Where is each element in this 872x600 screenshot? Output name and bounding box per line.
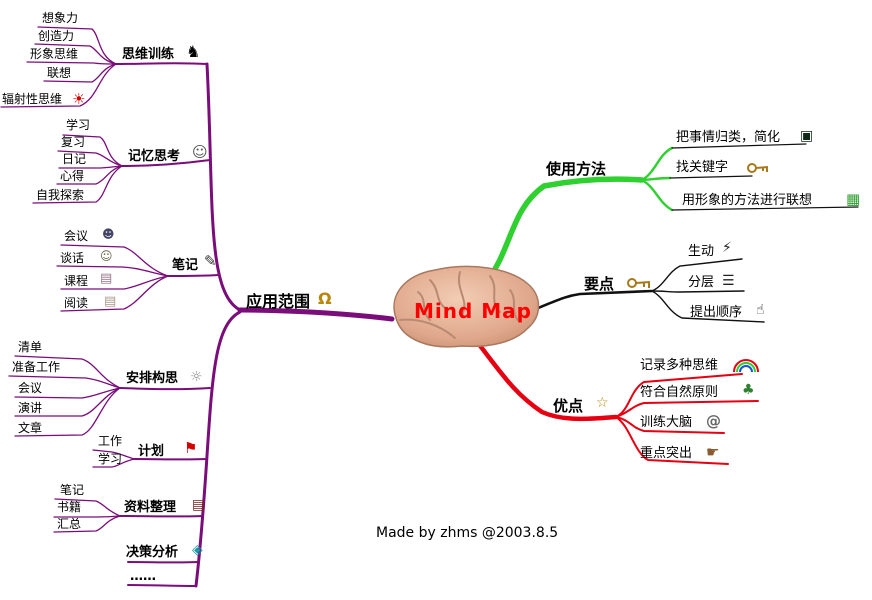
leaf-imagination[interactable]: 想象力 bbox=[42, 11, 79, 25]
layers-icon: ☰ bbox=[722, 273, 735, 289]
prep-icon: ☼ bbox=[190, 369, 203, 385]
leaf-meeting-notes[interactable]: 会议 bbox=[64, 229, 89, 243]
leaf-study-plan[interactable]: 学习 bbox=[98, 452, 123, 466]
nature-icon: ♣ bbox=[742, 382, 755, 398]
branch-arrange-ideas[interactable]: 安排构思 bbox=[126, 371, 179, 386]
branch-thinking-training[interactable]: 思维训练 bbox=[122, 47, 175, 62]
people-icon: ☻ bbox=[102, 227, 115, 241]
leaf-radiant-thinking[interactable]: 辐射性思维 bbox=[2, 92, 63, 106]
black-branch-lines bbox=[536, 258, 765, 323]
leaf-visual-association[interactable]: 用形象的方法进行联想 bbox=[682, 193, 813, 208]
topic-advantages[interactable]: 优点 bbox=[553, 397, 584, 415]
brain-image bbox=[393, 265, 540, 348]
leaf-notes-item[interactable]: 笔记 bbox=[60, 483, 85, 497]
topic-key-points[interactable]: 要点 bbox=[584, 275, 615, 293]
swirl-icon: Ω bbox=[318, 289, 332, 308]
green-branch-lines bbox=[483, 143, 859, 285]
thinker-icon: ☺ bbox=[192, 143, 208, 161]
leaf-record-multiple-thinking[interactable]: 记录多种思维 bbox=[640, 358, 719, 373]
lightning-icon: ⚡ bbox=[722, 240, 732, 256]
leaf-meeting[interactable]: 会议 bbox=[18, 381, 43, 395]
sparkle-icon: ☆ bbox=[596, 395, 609, 411]
flag-icon: ⚑ bbox=[184, 439, 198, 457]
burst-icon: ☀ bbox=[72, 90, 86, 108]
red-branch-lines bbox=[471, 335, 759, 465]
branch-memory-thinking[interactable]: 记忆思考 bbox=[128, 149, 181, 164]
branch-etc[interactable]: …… bbox=[130, 569, 156, 584]
rainbow-icon bbox=[733, 359, 759, 373]
branch-data-organize[interactable]: 资料整理 bbox=[124, 500, 177, 515]
leaf-self-explore[interactable]: 自我探索 bbox=[36, 188, 85, 202]
leaf-course[interactable]: 课程 bbox=[64, 274, 89, 288]
leaf-visual-thinking[interactable]: 形象思维 bbox=[30, 47, 79, 61]
pointing-hand-icon: ☛ bbox=[706, 443, 720, 461]
key-icon bbox=[747, 163, 769, 173]
leaf-books[interactable]: 书籍 bbox=[57, 500, 82, 514]
leaf-reading[interactable]: 阅读 bbox=[64, 296, 89, 310]
leaf-highlight-focus[interactable]: 重点突出 bbox=[640, 446, 693, 461]
leaf-vivid[interactable]: 生动 bbox=[688, 244, 715, 259]
leaf-work[interactable]: 工作 bbox=[98, 434, 123, 448]
purple-branch-lines bbox=[0, 26, 395, 588]
leaf-find-keywords[interactable]: 找关键字 bbox=[676, 160, 729, 175]
leaf-speech[interactable]: 演讲 bbox=[18, 401, 43, 415]
leaf-insights[interactable]: 心得 bbox=[60, 169, 85, 183]
writer-icon: ✎ bbox=[204, 252, 217, 270]
leaf-study[interactable]: 学习 bbox=[66, 118, 91, 132]
leaf-creativity[interactable]: 创造力 bbox=[38, 29, 75, 43]
branch-plan[interactable]: 计划 bbox=[138, 444, 165, 459]
key-icon bbox=[627, 278, 651, 288]
central-topic[interactable]: Mind Map bbox=[414, 299, 532, 323]
branch-notes[interactable]: 笔记 bbox=[172, 258, 199, 273]
analysis-icon: ◈ bbox=[192, 542, 203, 558]
person-icon: ☺ bbox=[100, 249, 113, 263]
binder-icon: ▤ bbox=[192, 497, 206, 513]
leaf-train-brain[interactable]: 训练大脑 bbox=[640, 415, 693, 430]
chess-icon: ♞ bbox=[186, 42, 201, 61]
leaf-article[interactable]: 文章 bbox=[18, 421, 43, 435]
leaf-preparation[interactable]: 准备工作 bbox=[12, 360, 61, 374]
leaf-natural-principles[interactable]: 符合自然原则 bbox=[640, 385, 719, 400]
spiral-icon: @ bbox=[706, 412, 721, 430]
leaf-summary[interactable]: 汇总 bbox=[57, 517, 82, 531]
leaf-diary[interactable]: 日记 bbox=[62, 152, 87, 166]
leaf-propose-order[interactable]: 提出顺序 bbox=[690, 305, 743, 320]
leaf-layered[interactable]: 分层 bbox=[688, 275, 715, 290]
credit-text: Made by zhms @2003.8.5 bbox=[376, 525, 559, 541]
topic-usage-method[interactable]: 使用方法 bbox=[546, 160, 607, 178]
leaf-categorize-simplify[interactable]: 把事情归类，简化 bbox=[676, 130, 781, 145]
branch-decision-analysis[interactable]: 决策分析 bbox=[126, 545, 179, 560]
topic-application-scope[interactable]: 应用范围 bbox=[246, 292, 311, 311]
page-icon: ▤ bbox=[104, 294, 117, 309]
leaf-review[interactable]: 复习 bbox=[61, 135, 86, 149]
leaf-conversation[interactable]: 谈话 bbox=[60, 251, 85, 265]
leaf-association[interactable]: 联想 bbox=[47, 66, 72, 80]
maze-icon: ▦ bbox=[846, 190, 861, 208]
order-person-icon: ☝ bbox=[756, 302, 765, 318]
leaf-checklist[interactable]: 清单 bbox=[18, 340, 43, 354]
document-icon: ▤ bbox=[100, 271, 113, 286]
screen-icon: ▣ bbox=[800, 128, 814, 144]
